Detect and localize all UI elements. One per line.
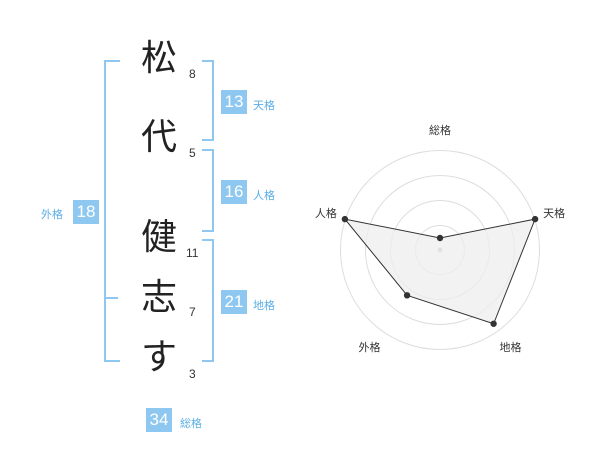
radar-point-5 [341,215,349,223]
name-char-1: 松 [141,38,178,79]
radar-data-polygon [343,218,536,325]
jinkaku-label: 人格 [253,189,275,202]
name-char-3: 健 [141,217,178,258]
chikaku-bracket [202,239,214,362]
gaikaku-bracket-divider [104,297,118,299]
radar-axis-label-1: 総格 [429,123,451,137]
name-char-2: 代 [141,117,178,158]
radar-axis-label-4: 外格 [358,340,380,354]
stroke-count-3: 11 [186,246,199,260]
gaikaku-label: 外格 [41,208,63,221]
stroke-count-2: 5 [189,146,196,160]
radar-point-2 [531,215,539,223]
stroke-count-4: 7 [189,305,196,319]
soukaku-label: 総格 [180,417,202,430]
radar-point-1 [436,234,444,242]
radar-point-4 [403,292,411,299]
jinkaku-badge: 16 [221,180,247,204]
soukaku-badge: 34 [146,408,172,432]
gaikaku-badge: 18 [73,200,99,224]
tenkaku-badge: 13 [221,90,247,114]
chikaku-label: 地格 [253,299,275,312]
stroke-count-1: 8 [189,67,196,81]
radar-axis-label-5: 人格 [315,206,337,220]
jinkaku-bracket [202,149,214,232]
tenkaku-bracket [202,60,214,141]
name-char-5: す [141,337,178,378]
tenkaku-label: 天格 [253,99,275,112]
gaikaku-bracket [104,60,120,362]
radar-axis-label-3: 地格 [500,340,522,354]
stroke-count-5: 3 [189,367,196,381]
name-char-4: 志 [141,277,178,318]
chikaku-badge: 21 [221,290,247,314]
radar-point-3 [490,320,497,327]
radar-axis-label-2: 天格 [543,206,565,220]
radar-grid-ring [340,150,540,350]
